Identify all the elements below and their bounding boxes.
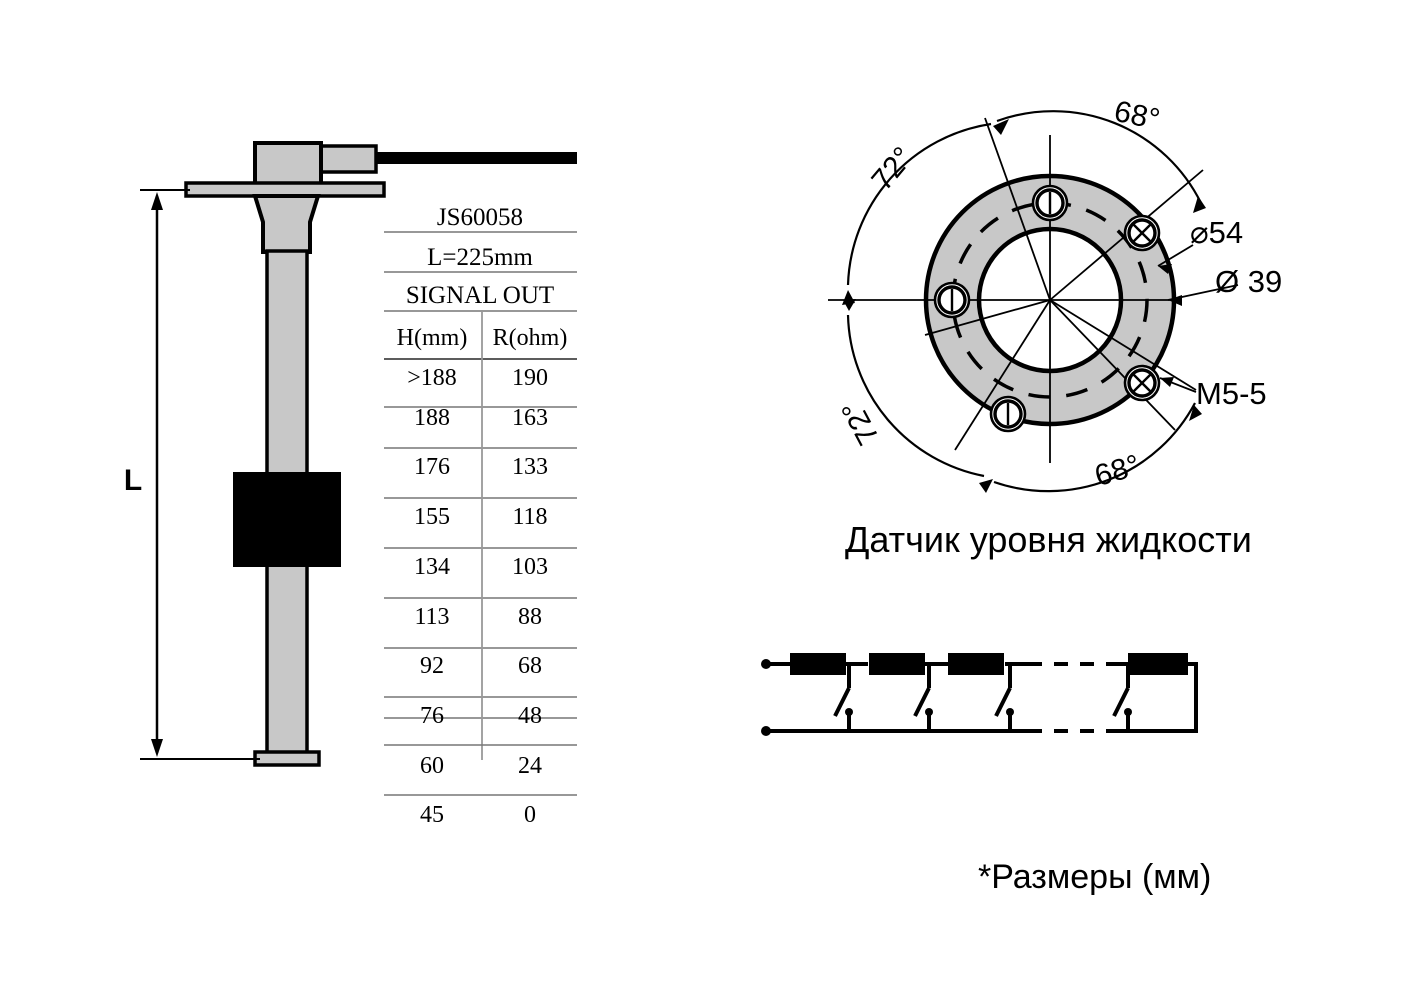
flange-caption: Датчик уровня жидкости xyxy=(845,519,1252,560)
resistor xyxy=(1128,653,1188,675)
table-signal: SIGNAL OUT xyxy=(406,282,554,309)
table-row: 155 xyxy=(414,504,450,530)
table-row: 48 xyxy=(518,703,542,729)
table-row: 133 xyxy=(512,454,548,480)
reed-switch xyxy=(994,664,1014,731)
flange-face-view: 68° 72° 72° 68° ⌀54 Ø 39 M5-5 xyxy=(828,95,1282,493)
table-row: 68 xyxy=(518,653,542,679)
table-header-h: H(mm) xyxy=(397,325,468,351)
table-model: JS60058 xyxy=(437,204,523,231)
callout-bore: Ø 39 xyxy=(1215,264,1282,299)
callout-thread: M5-5 xyxy=(1196,376,1267,411)
angle-label-bottom-right: 68° xyxy=(1091,449,1144,493)
table-row: 24 xyxy=(518,753,542,779)
table-header-r: R(ohm) xyxy=(493,325,568,351)
resistor xyxy=(790,653,846,675)
table-row: 188 xyxy=(414,405,450,431)
angle-arc-top-right xyxy=(996,110,1202,204)
probe-assembly: L xyxy=(124,141,577,767)
table-row: 163 xyxy=(512,405,548,431)
bolt-hole xyxy=(1123,364,1161,402)
end-cap xyxy=(253,750,321,767)
bolt-holes xyxy=(933,184,1161,433)
table-length: L=225mm xyxy=(427,244,533,271)
resistor xyxy=(948,653,1004,675)
resistor xyxy=(869,653,925,675)
leader-bolt-circle xyxy=(1157,244,1194,267)
table-row: 92 xyxy=(420,653,444,679)
length-dimension xyxy=(140,189,260,760)
cable xyxy=(371,152,577,164)
connector-secondary-housing xyxy=(316,144,378,174)
angle-label-top-right: 68° xyxy=(1111,95,1162,137)
reed-switch xyxy=(1112,664,1132,731)
table-row: 190 xyxy=(512,365,548,391)
table-row: 134 xyxy=(414,554,450,580)
angle-arc-bottom-right xyxy=(993,402,1196,493)
units-note: *Размеры (мм) xyxy=(978,858,1211,896)
table-row: 0 xyxy=(524,802,536,828)
table-row: 76 xyxy=(420,703,444,729)
angle-label-top-left: 72° xyxy=(865,141,919,197)
table-row: 103 xyxy=(512,554,548,580)
bolt-hole xyxy=(1123,214,1161,252)
angle-arc-bottom-left xyxy=(846,314,985,478)
angle-label-bottom-left: 72° xyxy=(835,395,885,451)
callout-bolt-circle: ⌀54 xyxy=(1190,215,1243,250)
neck xyxy=(252,194,321,254)
table-row: 45 xyxy=(420,802,444,828)
bolt-hole xyxy=(933,281,971,319)
spec-table: JS60058 L=225mm SIGNAL OUT H(mm) R(ohm) … xyxy=(384,204,577,828)
table-row: 176 xyxy=(414,454,450,480)
angle-arc-top-left xyxy=(846,122,992,286)
table-row: >188 xyxy=(407,365,457,391)
table-row: 118 xyxy=(512,504,547,530)
connector-housing xyxy=(253,141,323,188)
reed-switch xyxy=(913,664,933,731)
length-dimension-label: L xyxy=(124,464,142,497)
reed-switch xyxy=(833,664,853,731)
resistor-ladder-circuit xyxy=(761,653,1198,736)
table-row: 113 xyxy=(414,604,449,630)
table-row: 60 xyxy=(420,753,444,779)
bolt-hole xyxy=(1031,184,1069,222)
table-row: 88 xyxy=(518,604,542,630)
table-rows: >188 190 188 163 176 133 155 118 134 103… xyxy=(407,365,548,828)
bolt-hole xyxy=(989,395,1027,433)
float xyxy=(233,472,341,567)
